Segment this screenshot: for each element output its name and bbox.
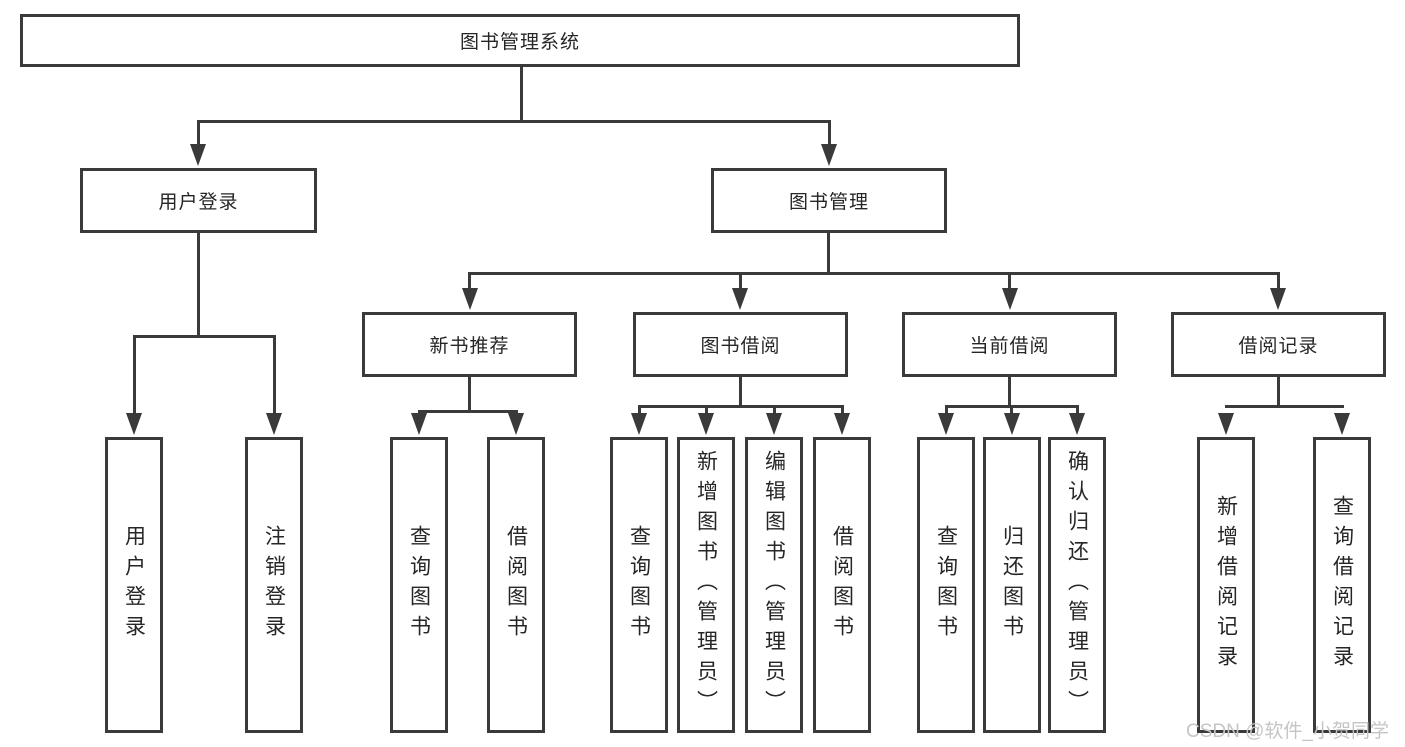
branch-book-management: 图书管理 xyxy=(711,168,947,233)
leaf-user-login-label: 用户登录 xyxy=(122,525,146,645)
leaf-edit-book-admin: 编辑图书（管理员） xyxy=(745,437,803,733)
leaf-add-borrow-record-label: 新增借阅记录 xyxy=(1214,495,1238,675)
leaf-confirm-return-admin-label: 确认归还（管理员） xyxy=(1065,450,1089,720)
arrowhead-icon xyxy=(1270,288,1286,310)
arrowhead-icon xyxy=(766,413,782,435)
cat-new-book-recommend-label: 新书推荐 xyxy=(429,336,510,357)
arrowhead-icon xyxy=(834,413,850,435)
leaf-query-books-newbook: 查询图书 xyxy=(390,437,448,733)
connector-line xyxy=(827,233,830,272)
arrowhead-icon xyxy=(821,144,837,166)
arrowhead-icon xyxy=(266,413,282,435)
connector-line xyxy=(773,405,776,415)
branch-user-login: 用户登录 xyxy=(80,168,317,233)
connector-line xyxy=(638,405,641,415)
node-root-label: 图书管理系统 xyxy=(459,32,580,53)
connector-line xyxy=(468,377,471,410)
branch-user-login-label: 用户登录 xyxy=(158,192,239,213)
leaf-query-borrow-record-label: 查询借阅记录 xyxy=(1330,495,1354,675)
leaf-query-books-newbook-label: 查询图书 xyxy=(407,525,431,645)
connector-line xyxy=(273,335,276,415)
leaf-add-book-admin-label: 新增图书（管理员） xyxy=(694,450,718,720)
cat-borrow-record: 借阅记录 xyxy=(1171,312,1386,377)
leaf-query-borrow-record: 查询借阅记录 xyxy=(1313,437,1371,733)
arrowhead-icon xyxy=(1069,413,1085,435)
leaf-borrow-books-newbook-label: 借阅图书 xyxy=(504,525,528,645)
leaf-add-borrow-record: 新增借阅记录 xyxy=(1197,437,1255,733)
connector-line xyxy=(1225,405,1344,408)
connector-line xyxy=(1277,272,1280,290)
leaf-logout: 注销登录 xyxy=(245,437,303,733)
leaf-logout-label: 注销登录 xyxy=(262,525,286,645)
connector-line xyxy=(418,410,518,413)
cat-current-borrow-label: 当前借阅 xyxy=(969,336,1050,357)
arrowhead-icon xyxy=(1002,288,1018,310)
arrowhead-icon xyxy=(126,413,142,435)
connector-line xyxy=(197,120,200,146)
arrowhead-icon xyxy=(698,413,714,435)
connector-line xyxy=(739,377,742,405)
leaf-edit-book-admin-label: 编辑图书（管理员） xyxy=(762,450,786,720)
leaf-query-books-current: 查询图书 xyxy=(917,437,975,733)
connector-line xyxy=(841,405,844,415)
node-root: 图书管理系统 xyxy=(20,14,1020,67)
connector-line xyxy=(133,335,276,338)
leaf-borrow-books-newbook: 借阅图书 xyxy=(487,437,545,733)
arrowhead-icon xyxy=(938,413,954,435)
connector-line xyxy=(1008,272,1011,290)
leaf-add-book-admin: 新增图书（管理员） xyxy=(677,437,735,733)
arrowhead-icon xyxy=(1004,413,1020,435)
arrowhead-icon xyxy=(462,288,478,310)
arrowhead-icon xyxy=(1218,413,1234,435)
connector-line xyxy=(705,405,708,415)
connector-line xyxy=(197,233,200,335)
cat-borrow-record-label: 借阅记录 xyxy=(1238,336,1319,357)
cat-current-borrow: 当前借阅 xyxy=(902,312,1117,377)
connector-line xyxy=(468,272,471,290)
leaf-borrow-books: 借阅图书 xyxy=(813,437,871,733)
leaf-confirm-return-admin: 确认归还（管理员） xyxy=(1048,437,1106,733)
connector-line xyxy=(638,405,844,408)
leaf-return-book: 归还图书 xyxy=(983,437,1041,733)
leaf-return-book-label: 归还图书 xyxy=(1000,525,1024,645)
connector-line xyxy=(133,335,136,415)
connector-line xyxy=(197,120,831,123)
connector-line xyxy=(945,405,948,415)
connector-line xyxy=(468,272,1280,275)
watermark: CSDN @软件_小贺同学 xyxy=(1186,721,1389,742)
connector-line xyxy=(739,272,742,290)
arrowhead-icon xyxy=(631,413,647,435)
connector-line xyxy=(828,120,831,146)
arrowhead-icon xyxy=(411,413,427,435)
leaf-user-login: 用户登录 xyxy=(105,437,163,733)
leaf-borrow-books-label: 借阅图书 xyxy=(830,525,854,645)
arrowhead-icon xyxy=(732,288,748,310)
arrowhead-icon xyxy=(508,413,524,435)
arrowhead-icon xyxy=(190,144,206,166)
cat-book-borrow: 图书借阅 xyxy=(633,312,848,377)
leaf-query-books-borrow-label: 查询图书 xyxy=(627,525,651,645)
branch-book-management-label: 图书管理 xyxy=(788,192,869,213)
arrowhead-icon xyxy=(1334,413,1350,435)
cat-new-book-recommend: 新书推荐 xyxy=(362,312,577,377)
cat-book-borrow-label: 图书借阅 xyxy=(700,336,781,357)
connector-line xyxy=(1008,377,1011,405)
connector-line xyxy=(1010,405,1013,415)
connector-line xyxy=(1076,405,1079,415)
leaf-query-books-borrow: 查询图书 xyxy=(610,437,668,733)
connector-line xyxy=(520,67,523,120)
connector-line xyxy=(1277,377,1280,405)
leaf-query-books-current-label: 查询图书 xyxy=(934,525,958,645)
